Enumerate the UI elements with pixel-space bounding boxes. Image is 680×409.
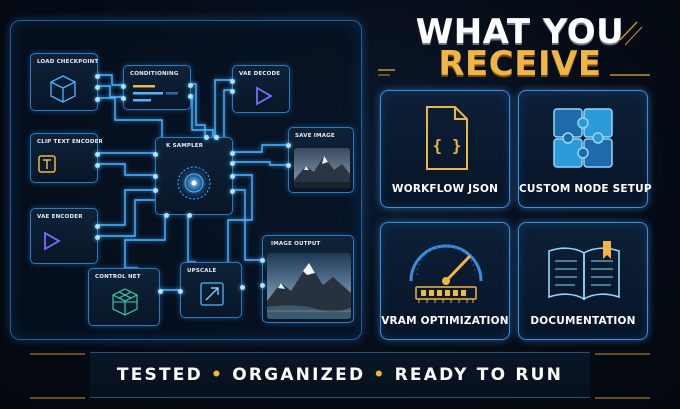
node-upscale[interactable]: UPSCALE (178, 262, 245, 318)
node-title: CONDITIONING (130, 71, 179, 77)
node-image-output[interactable]: IMAGE OUTPUT (260, 235, 354, 323)
node-conditioning[interactable]: CONDITIONING (121, 65, 193, 110)
gauge-memory-icon (409, 244, 483, 303)
sliders-icon (133, 85, 178, 102)
node-title: LOAD CHECKPOINT (37, 59, 99, 65)
card-workflow-json[interactable]: { } WORKFLOW JSON (380, 90, 510, 208)
node-vae-decode[interactable]: VAE DECODE (230, 65, 290, 113)
cube-icon (50, 75, 76, 103)
node-title: SAVE IMAGE (295, 133, 335, 139)
node-clip-text-encoder[interactable]: CLIP TEXT ENCODER (30, 133, 103, 183)
node-vae-encoder[interactable]: VAE ENCODER (30, 208, 100, 264)
card-vram-optimization[interactable]: VRAM OPTIMIZATION (380, 222, 510, 340)
node-save-image[interactable]: SAVE IMAGE (286, 127, 354, 193)
card-label: WORKFLOW JSON (391, 183, 499, 195)
text-icon (38, 155, 56, 173)
puzzle-icon (553, 108, 613, 168)
heading-line-1: WHAT YOU (415, 12, 625, 52)
heading-line-2: RECEIVE (438, 44, 602, 84)
node-title: VAE ENCODER (37, 214, 83, 220)
sampler-orb-icon (176, 165, 212, 201)
svg-text:{ }: { } (433, 136, 462, 155)
banner-organized: ORGANIZED (232, 365, 366, 385)
card-label: VRAM OPTIMIZATION (381, 315, 509, 327)
node-title: VAE DECODE (239, 71, 281, 77)
bullet-separator: • (211, 365, 225, 385)
node-load-checkpoint[interactable]: LOAD CHECKPOINT (30, 53, 100, 111)
banner-ready-to-run: READY TO RUN (394, 365, 564, 385)
card-label: CUSTOM NODE SETUP (519, 183, 652, 195)
node-title: CLIP TEXT ENCODER (37, 139, 103, 145)
mesh-cube-icon (112, 288, 138, 316)
expand-arrow-icon (200, 282, 224, 306)
play-icon (256, 86, 273, 106)
banner-tested: TESTED (116, 365, 203, 385)
node-control-net[interactable]: CONTROL NET (88, 268, 163, 326)
node-title: UPSCALE (187, 268, 217, 274)
mountain-thumbnail (294, 148, 350, 188)
card-label: DOCUMENTATION (530, 315, 636, 327)
node-title: K SAMPLER (166, 143, 204, 149)
open-book-icon (548, 241, 620, 301)
json-file-icon: { } (426, 106, 468, 170)
node-title: IMAGE OUTPUT (271, 241, 321, 247)
bullet-separator: • (373, 365, 387, 385)
card-documentation[interactable]: DOCUMENTATION (518, 222, 648, 340)
banner-text: TESTED • ORGANIZED • READY TO RUN (90, 365, 590, 385)
node-k-sampler[interactable]: K SAMPLER (153, 135, 235, 218)
bottom-banner: TESTED • ORGANIZED • READY TO RUN (90, 352, 590, 398)
play-icon (44, 231, 61, 251)
mountain-landscape-thumbnail (267, 253, 351, 319)
node-title: CONTROL NET (95, 274, 141, 280)
card-custom-node-setup[interactable]: CUSTOM NODE SETUP (518, 90, 652, 208)
